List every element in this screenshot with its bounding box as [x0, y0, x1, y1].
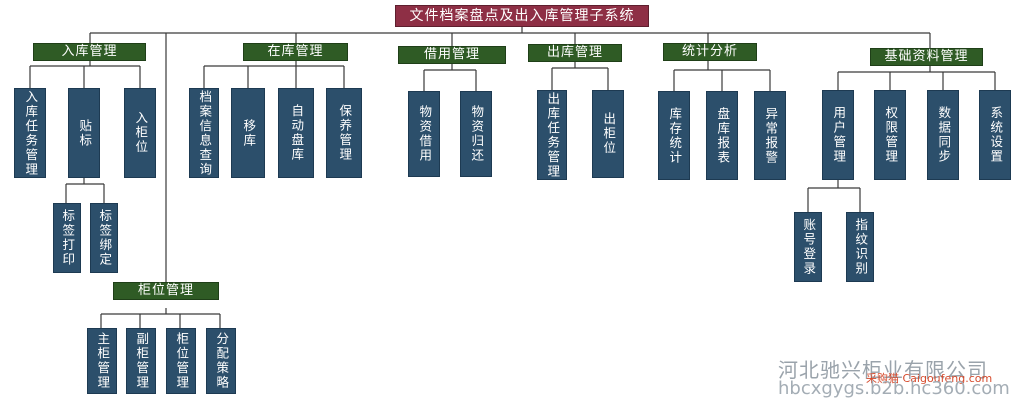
leaf-outbound-task: 出库任务管理 [537, 90, 567, 180]
leaf-inbound-task: 入库任务管理 [14, 88, 46, 178]
leaf-label-print: 标签打印 [53, 203, 81, 273]
leaf-label-bind: 标签绑定 [90, 203, 118, 273]
leaf-fingerprint: 指纹识别 [846, 212, 874, 282]
leaf-material-return: 物资归还 [460, 91, 492, 177]
watermark-site: 采购猫 Caigoufeng.com [866, 372, 993, 385]
category-cabinet: 柜位管理 [113, 282, 219, 300]
leaf-move-stock: 移库 [231, 88, 265, 178]
leaf-stock-stats: 库存统计 [658, 91, 690, 180]
watermark-company: 河北驰兴柜业有限公司 [778, 358, 988, 382]
leaf-allocation-strategy: 分配策略 [206, 328, 236, 394]
leaf-user-mgmt: 用户管理 [822, 90, 854, 180]
category-basic-data: 基础资料管理 [870, 48, 983, 66]
leaf-labeling: 贴标 [68, 88, 100, 178]
leaf-material-borrow: 物资借用 [408, 91, 440, 177]
leaf-data-sync: 数据同步 [927, 90, 959, 180]
leaf-abnormal-alarm: 异常报警 [754, 91, 786, 180]
category-outbound: 出库管理 [528, 44, 622, 62]
root-system-node: 文件档案盘点及出入库管理子系统 [395, 5, 649, 27]
category-stats: 统计分析 [663, 43, 757, 61]
leaf-inventory-report: 盘库报表 [706, 91, 738, 180]
leaf-archive-query: 档案信息查询 [189, 88, 219, 178]
leaf-main-cabinet: 主柜管理 [87, 328, 117, 394]
leaf-maintenance: 保养管理 [326, 88, 362, 178]
leaf-out-cabinet: 出柜位 [592, 90, 624, 178]
leaf-system-settings: 系统设置 [979, 90, 1011, 180]
leaf-sub-cabinet: 副柜管理 [126, 328, 156, 394]
leaf-account-login: 账号登录 [794, 212, 822, 282]
leaf-auto-inventory: 自动盘库 [278, 88, 314, 178]
leaf-cabinet-position: 柜位管理 [166, 328, 196, 394]
category-instock: 在库管理 [243, 43, 348, 61]
leaf-permission-mgmt: 权限管理 [874, 90, 906, 180]
watermark-url: hbcxgygs.b2b.hc360.com [778, 378, 1010, 399]
leaf-into-cabinet: 入柜位 [124, 88, 156, 178]
category-borrow: 借用管理 [398, 46, 506, 64]
category-inbound: 入库管理 [33, 43, 146, 61]
